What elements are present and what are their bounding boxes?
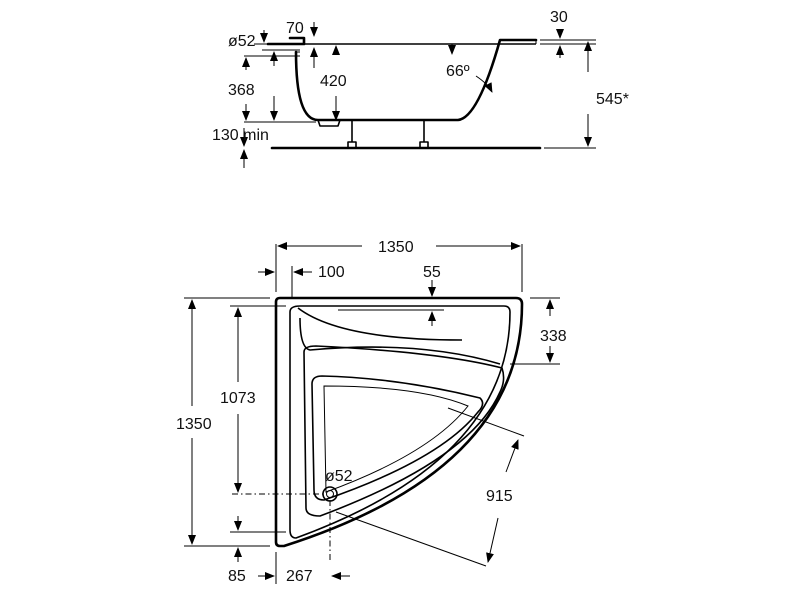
dim-rim-thickness: 30 (550, 9, 568, 26)
dim-drain-x: 267 (286, 568, 313, 585)
tub-legs (347, 120, 429, 149)
drain-symbol (322, 486, 338, 502)
dim-diagonal: 915 (486, 488, 513, 505)
dim-drain-x-edge: 85 (228, 568, 246, 585)
tub-side-profile (266, 36, 538, 122)
seat-back-outline (297, 307, 463, 341)
dim-wall-angle: 66º (446, 63, 470, 80)
dim-length: 1350 (176, 416, 212, 433)
dim-inner-length: 1073 (220, 390, 256, 407)
dim-drain-height: 368 (228, 82, 255, 99)
basin-outer (303, 345, 505, 517)
basin-floor (323, 385, 469, 493)
dim-rim-width: 70 (286, 20, 304, 37)
dim-offset-left: 100 (318, 264, 345, 281)
dim-seat-depth: 338 (540, 328, 567, 345)
top-view: 1350 100 55 338 1350 1073 ø52 915 85 267 (176, 239, 567, 585)
tub-drain-outlet (317, 119, 341, 127)
dim-height-overall: 545* (596, 91, 629, 108)
tub-rim-inner (296, 40, 537, 53)
tub-top-outline (274, 296, 524, 548)
dim-drain-diameter-side: ø52 (228, 33, 256, 50)
tub-rim-inner-top (289, 305, 511, 539)
dim-width: 1350 (378, 239, 414, 256)
dim-drain-diameter-top: ø52 (325, 468, 353, 485)
side-view: ø52 70 30 545* 66º 420 368 130 min (212, 9, 629, 168)
dim-clearance: 130 min (212, 127, 269, 144)
dim-rim-front: 55 (423, 264, 441, 281)
basin-inner (311, 375, 484, 501)
dim-depth-inner: 420 (320, 73, 347, 90)
tub-rim-top (290, 37, 536, 45)
